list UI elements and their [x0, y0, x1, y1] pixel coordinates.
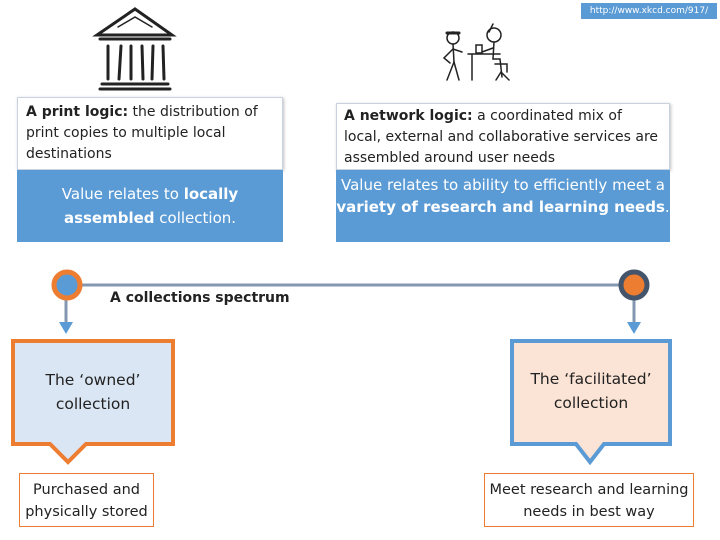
network-value-bold: variety of research and learning needs — [336, 198, 665, 216]
print-logic-text: the distribution of print copies to mult… — [26, 104, 258, 162]
print-value-prefix: Value relates to — [61, 185, 184, 203]
network-logic-heading: A network logic: — [344, 108, 473, 124]
print-value-box: Value relates to locally assembled colle… — [17, 170, 283, 242]
right-spectrum-node — [618, 269, 650, 301]
right-arrow-icon — [627, 322, 641, 334]
left-arrow-icon — [59, 322, 73, 334]
print-logic-box: A print logic: the distribution of print… — [17, 97, 283, 170]
xkcd-url-label: http://www.xkcd.com/917/ — [581, 3, 717, 19]
network-value-suffix: . — [664, 198, 670, 216]
owned-detail-box: Purchased and physically stored — [19, 473, 154, 527]
facilitated-detail-box: Meet research and learning needs in best… — [484, 473, 694, 527]
print-value-bold: locally assembled — [63, 185, 239, 227]
print-value-suffix: collection. — [154, 209, 237, 227]
people-at-computer-icon — [442, 23, 510, 81]
network-value-box: Value relates to ability to efficiently … — [336, 170, 670, 242]
left-spectrum-node — [51, 269, 83, 301]
facilitated-collection-label: The ‘facilitated’ collection — [530, 370, 652, 412]
network-value-prefix: Value relates to ability to efficiently … — [341, 176, 665, 194]
network-logic-box: A network logic: a coordinated mix of lo… — [336, 103, 670, 170]
owned-collection-label: The ‘owned’ collection — [45, 371, 141, 413]
print-logic-heading: A print logic: — [26, 104, 129, 120]
library-building-icon — [92, 7, 177, 91]
spectrum-label: A collections spectrum — [110, 290, 290, 306]
network-logic-text: a coordinated mix of local, external and… — [344, 108, 659, 166]
